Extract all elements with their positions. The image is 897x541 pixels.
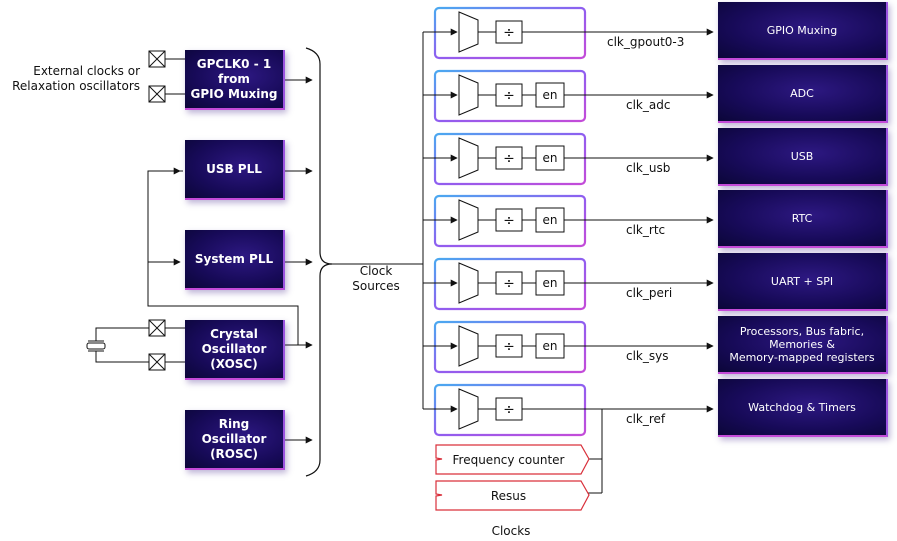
enable-box xyxy=(535,145,565,171)
mux-shape xyxy=(458,137,479,179)
divider-symbol: ÷ xyxy=(503,25,515,41)
clock-stage-5: ÷ en xyxy=(423,320,714,374)
destination-line: Processors, Bus fabric, xyxy=(739,324,865,338)
destination-line: RTC xyxy=(791,211,813,225)
external-clocks-label: External clocks or Relaxation oscillator… xyxy=(6,64,140,94)
enable-label: en xyxy=(543,276,558,290)
mux-shape xyxy=(458,199,479,241)
clock-stage-2: ÷ en xyxy=(423,132,714,186)
external-input-x-1 xyxy=(148,50,166,68)
enable-box xyxy=(535,82,565,108)
resus-label: Resus xyxy=(490,489,527,503)
crystal-input-x-2 xyxy=(148,353,166,371)
frequency-counter-label: Frequency counter xyxy=(452,453,565,467)
destination-box-2: USB xyxy=(718,128,888,186)
destination-box-5: Processors, Bus fabric,Memories &Memory-… xyxy=(718,316,888,374)
enable-label: en xyxy=(543,339,558,353)
destination-box-1: ADC xyxy=(718,65,888,123)
external-label-line-2: Relaxation oscillators xyxy=(12,79,140,93)
crystal-input-x-1 xyxy=(148,319,166,337)
crystal-symbol xyxy=(86,327,149,363)
usb-pll-label: USB PLL xyxy=(206,161,262,176)
destination-line: ADC xyxy=(790,86,814,100)
clock-name-clk_sys: clk_sys xyxy=(626,349,669,363)
mux-shape xyxy=(458,388,479,430)
destination-line: USB xyxy=(790,149,814,163)
divider-symbol: ÷ xyxy=(503,339,515,355)
destination-box-4: UART + SPI xyxy=(718,253,888,311)
mux-shape xyxy=(458,11,479,53)
usb-pll-box: USB PLL xyxy=(185,140,285,200)
divider-symbol: ÷ xyxy=(503,213,515,229)
external-input-x-2 xyxy=(148,85,166,103)
clock-name-clk_ref: clk_ref xyxy=(626,412,666,426)
rosc-line-3: (ROSC) xyxy=(210,446,258,461)
external-label-line-1: External clocks or xyxy=(33,64,140,78)
gpclk-line-2: from xyxy=(218,71,250,86)
clock-stage-0: ÷ xyxy=(423,6,714,60)
destination-box-0: GPIO Muxing xyxy=(718,2,888,60)
mux-shape xyxy=(458,262,479,304)
divider-symbol: ÷ xyxy=(503,88,515,104)
clock-stage-4: ÷ en xyxy=(423,257,714,311)
destination-line: Memory-mapped registers xyxy=(729,350,875,364)
enable-box xyxy=(535,333,565,359)
clock-sources-line-1: Clock xyxy=(359,264,393,278)
divider-symbol: ÷ xyxy=(503,402,515,418)
resus-box: Resus xyxy=(436,481,581,511)
xosc-line-2: Oscillator xyxy=(201,341,267,356)
clock-name-clk_peri: clk_peri xyxy=(626,286,673,300)
destination-box-6: Watchdog & Timers xyxy=(718,379,888,437)
divider-symbol: ÷ xyxy=(503,276,515,292)
clock-sources-label: Clock Sources xyxy=(346,264,406,294)
destination-line: UART + SPI xyxy=(770,274,834,288)
clocks-footer-label: Clocks xyxy=(491,524,531,538)
clock-stage-3: ÷ en xyxy=(423,194,714,248)
clock-name-clk_usb: clk_usb xyxy=(626,161,671,175)
divider-symbol: ÷ xyxy=(503,151,515,167)
enable-box xyxy=(535,207,565,233)
enable-label: en xyxy=(543,213,558,227)
enable-label: en xyxy=(543,151,558,165)
destination-box-3: RTC xyxy=(718,190,888,248)
clock-name-clk_gpout0-3: clk_gpout0-3 xyxy=(607,35,685,49)
clock-sources-line-2: Sources xyxy=(352,279,400,293)
rosc-line-1: Ring xyxy=(218,416,250,431)
xosc-line-1: Crystal xyxy=(210,326,258,341)
gpclk-line-1: GPCLK0 - 1 xyxy=(196,56,272,71)
destination-line: Memories & xyxy=(769,337,835,351)
clock-stages: ÷ ÷ en ÷ en ÷ en ÷ en ÷ en ÷ xyxy=(423,6,714,437)
rosc-line-2: Oscillator xyxy=(201,431,267,446)
destination-line: Watchdog & Timers xyxy=(748,400,856,414)
clock-stage-6: ÷ xyxy=(423,383,714,437)
mux-shape xyxy=(458,325,479,367)
frequency-counter-box: Frequency counter xyxy=(436,445,581,475)
mux-shape xyxy=(458,74,479,116)
destination-line: GPIO Muxing xyxy=(766,23,838,37)
clock-name-clk_adc: clk_adc xyxy=(626,98,671,112)
system-pll-label: System PLL xyxy=(194,251,274,266)
gpclk-line-3: GPIO Muxing xyxy=(190,86,278,101)
clock-stage-1: ÷ en xyxy=(423,69,714,123)
clock-name-clk_rtc: clk_rtc xyxy=(626,223,666,237)
xosc-line-3: (XOSC) xyxy=(210,356,258,371)
enable-label: en xyxy=(543,88,558,102)
system-pll-box: System PLL xyxy=(185,230,285,290)
enable-box xyxy=(535,270,565,296)
